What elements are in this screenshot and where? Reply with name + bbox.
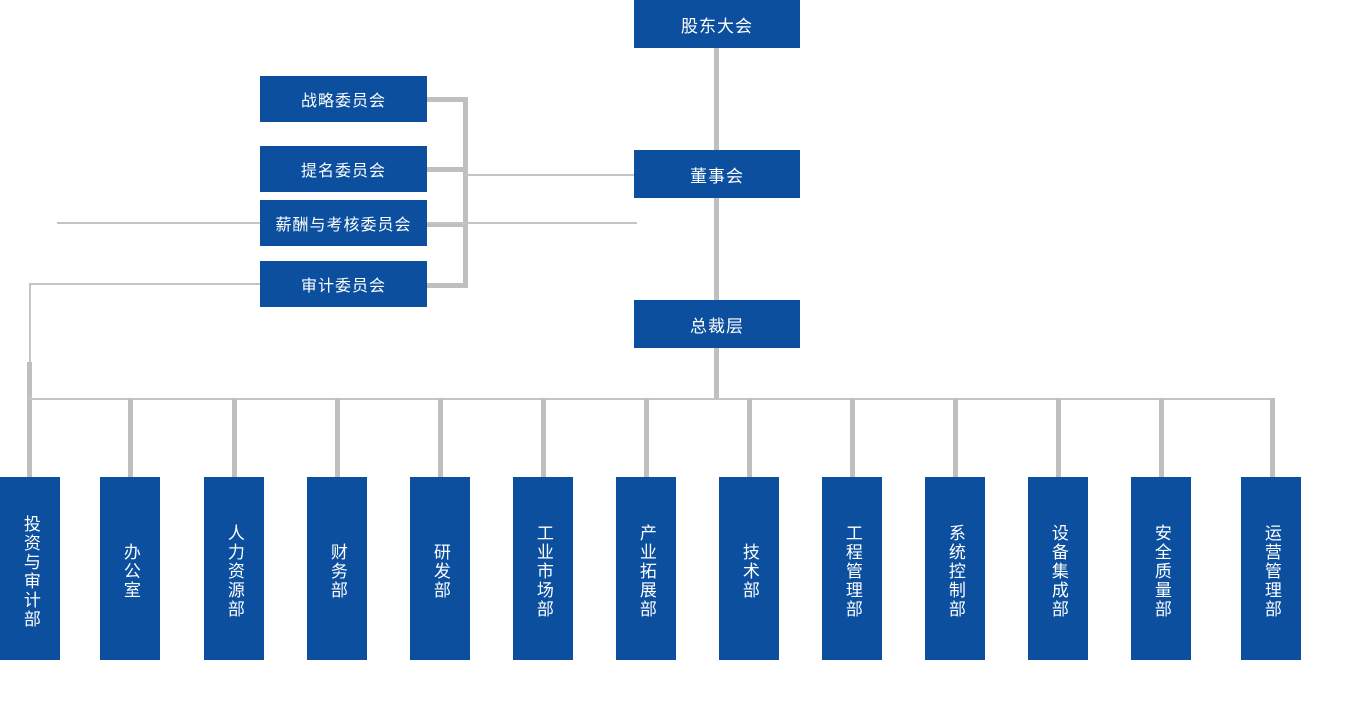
connector-drop-finance [335,398,340,480]
node-shareholders[interactable]: 股东大会 [634,0,800,48]
node-department-investment-audit-label: 投资与审计部 [20,514,40,629]
node-department-safety-quality[interactable]: 安全质量部 [1131,477,1191,660]
connector-drop-industrial-market [541,398,546,480]
node-department-equipment-integration[interactable]: 设备集成部 [1028,477,1088,660]
node-department-system-control-label: 系统控制部 [945,524,965,619]
node-department-technology[interactable]: 技术部 [719,477,779,660]
connector-department-bus [29,398,1273,400]
connector-board-to-president [714,198,719,300]
node-department-office-label: 办公室 [120,543,140,600]
connector-drop-engineering-management [850,398,855,480]
connector-remuneration-left [57,222,262,224]
connector-drop-operations-management [1270,398,1275,480]
node-department-operations-management[interactable]: 运营管理部 [1241,477,1301,660]
node-department-investment-audit[interactable]: 投资与审计部 [0,477,60,660]
node-board-label: 董事会 [690,166,744,186]
connector-remuneration-to-rail [427,222,468,227]
node-board[interactable]: 董事会 [634,150,800,198]
connector-drop-office [128,398,133,480]
node-department-engineering-management[interactable]: 工程管理部 [822,477,882,660]
node-committee-remuneration-label: 薪酬与考核委员会 [275,217,412,234]
node-committee-nomination[interactable]: 提名委员会 [260,146,427,192]
node-department-industrial-market-label: 工业市场部 [533,524,553,619]
connector-drop-industry-expansion [644,398,649,480]
connector-drop-technology [747,398,752,480]
node-president[interactable]: 总裁层 [634,300,800,348]
connector-strategy-to-rail [427,97,468,102]
node-department-operations-management-label: 运营管理部 [1261,524,1281,619]
connector-nomination-to-rail [427,167,468,172]
node-department-industry-expansion-label: 产业拓展部 [636,524,656,619]
connector-audit-down-upper [29,283,31,364]
node-department-industrial-market[interactable]: 工业市场部 [513,477,573,660]
connector-remuneration-right [427,222,637,224]
node-committee-audit-label: 审计委员会 [300,278,386,295]
node-department-human-resources[interactable]: 人力资源部 [204,477,264,660]
node-department-finance-label: 财务部 [327,543,347,600]
node-department-safety-quality-label: 安全质量部 [1151,524,1171,619]
node-department-rnd[interactable]: 研发部 [410,477,470,660]
node-president-label: 总裁层 [690,316,744,336]
node-committee-remuneration[interactable]: 薪酬与考核委员会 [260,200,427,246]
node-department-equipment-integration-label: 设备集成部 [1048,524,1068,619]
connector-rail-to-board [465,174,637,176]
connector-drop-rnd [438,398,443,480]
node-department-rnd-label: 研发部 [430,543,450,600]
node-committee-audit[interactable]: 审计委员会 [260,261,427,307]
connector-drop-equipment-integration [1056,398,1061,480]
node-department-technology-label: 技术部 [739,543,759,600]
connector-audit-left [29,283,262,285]
node-department-engineering-management-label: 工程管理部 [842,524,862,619]
node-department-industry-expansion[interactable]: 产业拓展部 [616,477,676,660]
node-department-finance[interactable]: 财务部 [307,477,367,660]
node-committee-strategy[interactable]: 战略委员会 [260,76,427,122]
connector-president-to-bus [714,348,719,400]
connector-audit-down-lower [27,362,32,480]
connector-drop-human-resources [232,398,237,480]
connector-committee-rail [463,97,468,287]
connector-shareholders-to-board [714,48,719,150]
node-committee-nomination-label: 提名委员会 [300,163,386,180]
node-shareholders-label: 股东大会 [681,16,753,36]
node-department-office[interactable]: 办公室 [100,477,160,660]
connector-audit-to-rail [427,283,468,288]
node-department-human-resources-label: 人力资源部 [224,524,244,619]
node-department-system-control[interactable]: 系统控制部 [925,477,985,660]
connector-drop-system-control [953,398,958,480]
connector-drop-safety-quality [1159,398,1164,480]
node-committee-strategy-label: 战略委员会 [300,93,386,110]
